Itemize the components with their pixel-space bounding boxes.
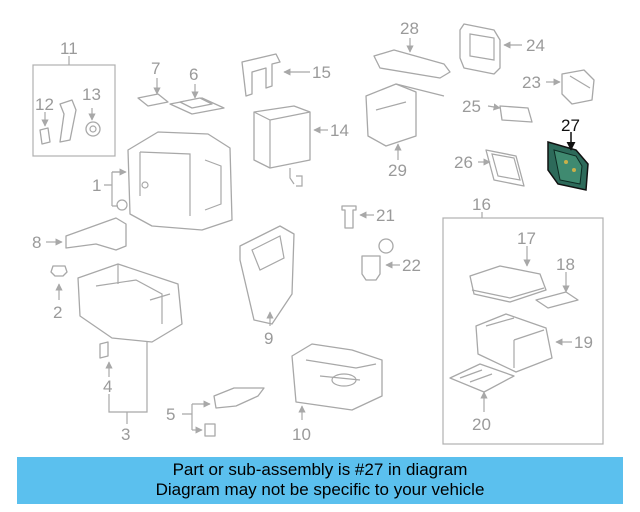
part-19 xyxy=(475,313,572,373)
parts-diagram: 11 12 13 7 6 1 8 2 4 3 5 15 14 9 10 28 2… xyxy=(32,19,604,445)
part-9 xyxy=(239,225,295,326)
part-26 xyxy=(478,149,525,187)
part-10 xyxy=(291,343,383,420)
callout-17: 17 xyxy=(517,229,536,248)
callout-6: 6 xyxy=(189,65,198,84)
part-20 xyxy=(449,363,515,412)
callout-10: 10 xyxy=(292,425,311,444)
part-8 xyxy=(46,217,127,251)
callout-8: 8 xyxy=(32,233,41,252)
callout-25: 25 xyxy=(462,97,481,116)
callout-27-highlighted: 27 xyxy=(561,116,580,135)
part-2 xyxy=(50,265,68,300)
callout-28: 28 xyxy=(400,19,419,38)
callout-9: 9 xyxy=(264,329,273,348)
callout-19: 19 xyxy=(574,333,593,352)
callout-18: 18 xyxy=(556,255,575,274)
callout-4: 4 xyxy=(103,377,112,396)
part-13 xyxy=(59,99,101,143)
callout-22: 22 xyxy=(402,256,421,275)
callout-20: 20 xyxy=(472,415,491,434)
part-3 xyxy=(77,263,183,343)
callout-15: 15 xyxy=(312,63,331,82)
info-banner: Part or sub-assembly is #27 in diagram D… xyxy=(17,457,623,504)
part-1 xyxy=(104,131,233,231)
part-28 xyxy=(373,38,451,79)
part-17 xyxy=(469,246,547,303)
callout-12: 12 xyxy=(35,95,54,114)
callout-2: 2 xyxy=(53,303,62,322)
part-6 xyxy=(169,84,225,115)
callout-11: 11 xyxy=(60,39,78,58)
part-27-highlighted xyxy=(547,132,589,191)
part-15 xyxy=(241,53,310,97)
group-box-11 xyxy=(32,64,116,157)
callout-3: 3 xyxy=(121,425,130,444)
part-12 xyxy=(39,112,51,145)
callout-26: 26 xyxy=(454,153,473,172)
part-24 xyxy=(459,23,522,75)
group-box-16 xyxy=(442,217,604,445)
callout-24: 24 xyxy=(526,36,545,55)
callout-16: 16 xyxy=(472,195,491,214)
banner-line-1: Part or sub-assembly is #27 in diagram xyxy=(172,460,468,479)
part-21 xyxy=(341,205,374,229)
callout-7: 7 xyxy=(151,59,160,78)
part-14 xyxy=(253,105,328,187)
callout-5: 5 xyxy=(166,405,175,424)
callout-14: 14 xyxy=(330,121,349,140)
callout-29: 29 xyxy=(388,161,407,180)
part-5 xyxy=(182,387,265,437)
banner-line-2: Diagram may not be specific to your vehi… xyxy=(155,480,485,499)
callout-21: 21 xyxy=(376,206,395,225)
callout-23: 23 xyxy=(522,73,541,92)
callout-1: 1 xyxy=(92,176,101,195)
callout-13: 13 xyxy=(82,85,101,104)
part-25 xyxy=(487,103,533,123)
part-4 xyxy=(99,341,148,424)
part-7 xyxy=(137,78,169,107)
part-23 xyxy=(546,69,595,105)
part-18 xyxy=(535,272,579,309)
part-29 xyxy=(365,83,445,160)
part-22 xyxy=(361,238,400,281)
